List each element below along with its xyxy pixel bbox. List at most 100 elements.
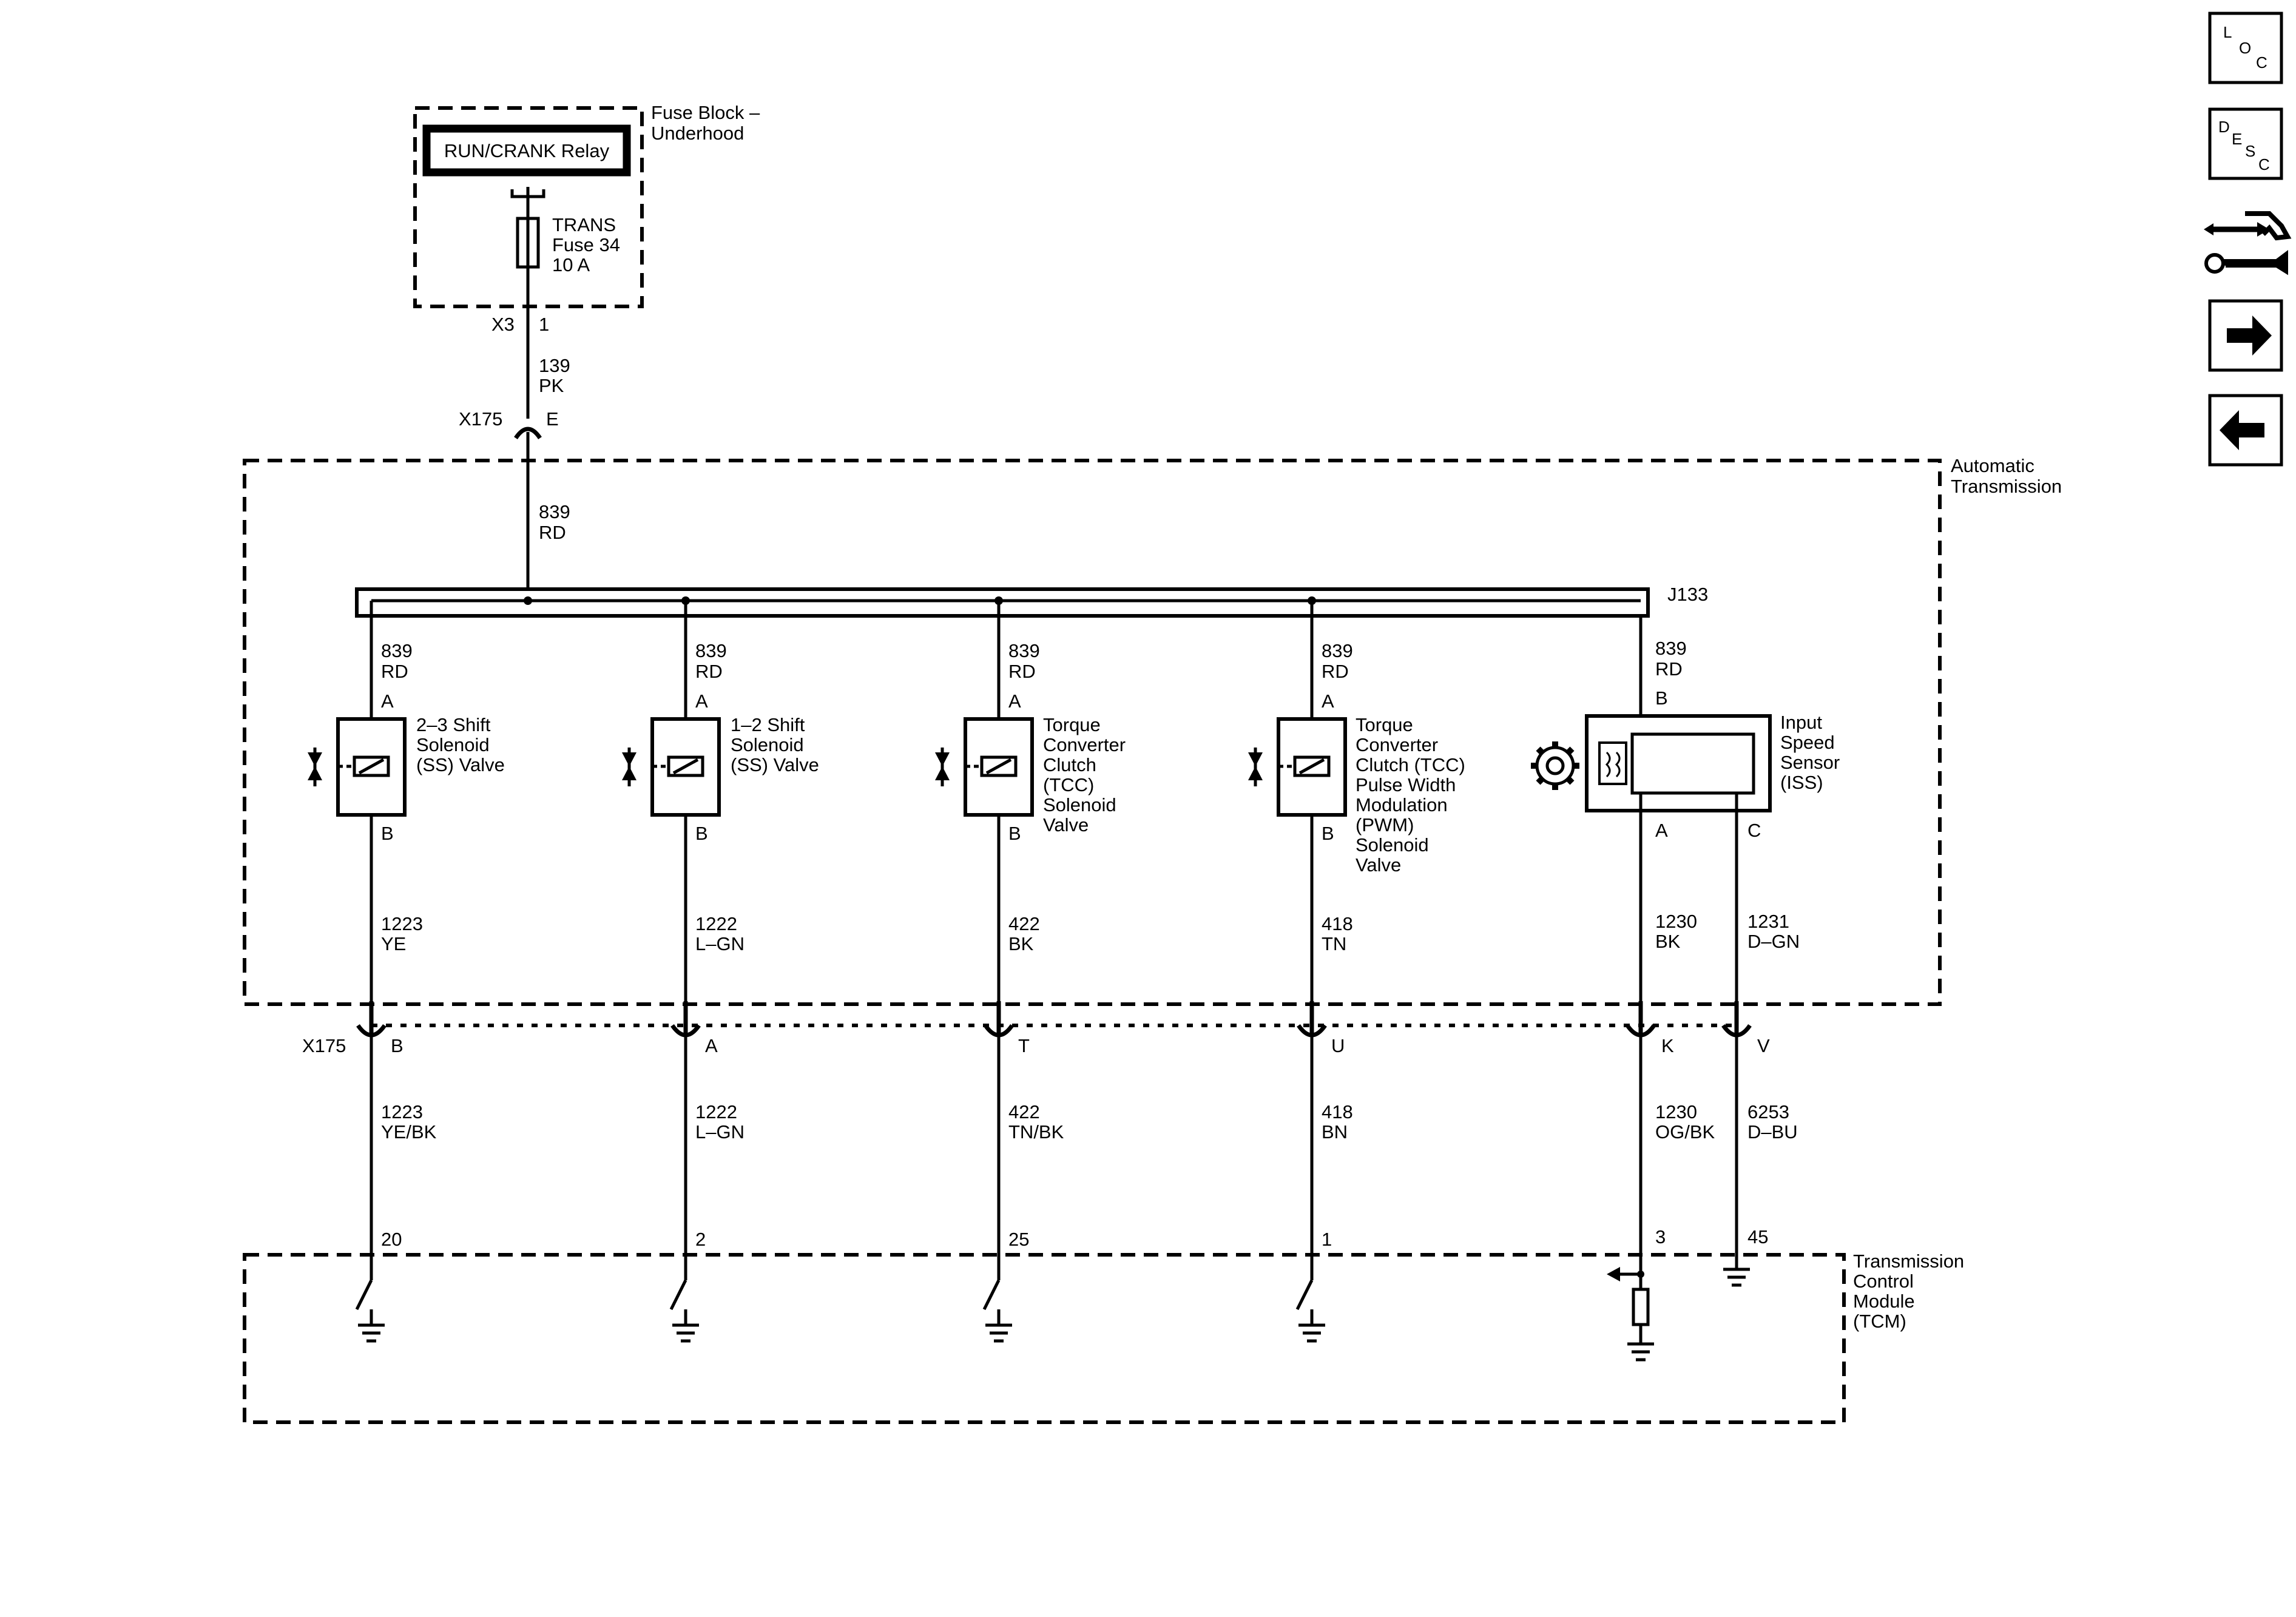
arrow-right-icon — [2227, 316, 2272, 356]
iss-a-circuit: 1230 — [1655, 911, 1697, 932]
connector-repair-icon[interactable] — [2204, 211, 2292, 275]
x175-connector-e-symbol — [514, 427, 542, 440]
gear-icon — [1531, 741, 1579, 790]
harness-1-circuit: 1223 — [381, 1101, 423, 1122]
solenoid-coil-slash — [1298, 758, 1325, 775]
repair-icon-wrench-head — [2204, 253, 2225, 274]
feed-circuit-color: PK — [539, 375, 564, 396]
feed-connector-label: X175 — [459, 408, 502, 430]
iss-pin-c: C — [1747, 820, 1761, 841]
tcm-iss-low-reference — [1723, 1268, 1750, 1287]
tcm-iss-input-circuit — [1607, 1267, 1654, 1362]
location-button-frame[interactable] — [2208, 12, 2283, 84]
description-button-letter-s: S — [2245, 142, 2255, 160]
connector-repair-button[interactable] — [2204, 211, 2292, 275]
shift-solenoid-1-2-branch: 839 RD A 1–2 Shift Solenoid (SS) Valve B… — [622, 601, 819, 1001]
tcm-outline — [243, 1253, 1846, 1424]
run-crank-relay-label: RUN/CRANK Relay — [444, 140, 610, 161]
branch1-out-circuit: 1223 — [381, 913, 423, 934]
fuse-block-title-line2: Underhood — [651, 123, 744, 144]
back-button[interactable] — [2208, 394, 2283, 467]
iss-top-color: RD — [1655, 658, 1683, 680]
iss-sensor-body — [1630, 732, 1755, 795]
branch2-label-line2: Solenoid — [731, 734, 804, 755]
run-crank-relay — [422, 124, 631, 177]
automatic-transmission: Automatic Transmission J133 — [243, 455, 2062, 1006]
branch4-top-color: RD — [1322, 661, 1349, 682]
tcm-title-line2: Control — [1853, 1271, 1914, 1292]
harness-v-circuit: 6253 — [1747, 1101, 1789, 1122]
branch3-label-line3: Clutch — [1043, 754, 1096, 775]
harness-wires: 1223 YE/BK 1222 L–GN 422 TN/BK 418 BN 12… — [370, 1035, 1798, 1280]
tcm-pin-1: 1 — [1322, 1229, 1332, 1250]
branch4-top-circuit: 839 — [1322, 640, 1353, 661]
description-button-letter-d: D — [2218, 118, 2230, 136]
harness-k-circuit: 1230 — [1655, 1101, 1697, 1122]
branch4-label-line1: Torque — [1356, 714, 1413, 735]
fuse-block-title-line1: Fuse Block – — [651, 102, 760, 123]
magnet-coil — [1605, 751, 1621, 778]
branch3-pin-top: A — [1008, 690, 1021, 712]
harness-2-color: L–GN — [695, 1121, 745, 1143]
x175-pin-b-label: B — [391, 1035, 403, 1056]
branch4-out-color: TN — [1322, 933, 1346, 954]
tcm-title-line1: Transmission — [1853, 1251, 1964, 1272]
branch3-label-line1: Torque — [1043, 714, 1101, 735]
ground-icon — [358, 1317, 385, 1343]
ground-icon — [985, 1317, 1012, 1343]
iss-pin-top: B — [1655, 687, 1668, 709]
transmission-control-module: Transmission Control Module (TCM) — [243, 1251, 1964, 1424]
gear-hub — [1545, 756, 1565, 775]
tcc-solenoid-branch: 839 RD A Torque Converter Clutch (TCC) S… — [935, 601, 1126, 1001]
ground-icon — [1723, 1268, 1750, 1287]
branch4-label-line8: Valve — [1356, 854, 1401, 876]
branch3-out-color: BK — [1008, 933, 1034, 954]
branch1-pin-top: A — [381, 690, 394, 712]
shift-solenoid-2-3-branch: 839 RD A 2–3 Shift Solenoid (SS) Valve B… — [308, 601, 505, 1001]
harness-4-circuit: 418 — [1322, 1101, 1353, 1122]
branch2-label-line3: (SS) Valve — [731, 754, 819, 775]
branch3-label-line4: (TCC) — [1043, 774, 1094, 795]
branch1-out-color: YE — [381, 933, 406, 954]
iss-label-line2: Speed — [1780, 732, 1835, 753]
iss-label-line4: (ISS) — [1780, 772, 1823, 793]
harness-3-color: TN/BK — [1008, 1121, 1064, 1143]
harness-3-circuit: 422 — [1008, 1101, 1040, 1122]
branch3-top-circuit: 839 — [1008, 640, 1040, 661]
tcm-driver-switch-4 — [1295, 1279, 1325, 1343]
branch4-label-line7: Solenoid — [1356, 834, 1429, 856]
branch3-label-line2: Converter — [1043, 734, 1126, 755]
branch1-top-color: RD — [381, 661, 408, 682]
nav-toolbar: L O C D E S C — [2204, 12, 2292, 467]
tcm-driver-switch-2 — [669, 1279, 699, 1343]
branch3-out-circuit: 422 — [1008, 913, 1040, 934]
splice-j133-label: J133 — [1667, 584, 1708, 605]
branch4-label-line6: (PWM) — [1356, 814, 1414, 836]
feed-circuit-number: 139 — [539, 355, 570, 376]
description-button-letter-c: C — [2258, 155, 2270, 174]
location-button[interactable]: L O C — [2208, 12, 2283, 84]
fuse-block-pin-label: 1 — [539, 314, 549, 335]
solenoid-coil-slash — [672, 758, 699, 775]
tcm-pin-20: 20 — [381, 1229, 402, 1250]
branch4-out-circuit: 418 — [1322, 913, 1353, 934]
tcc-pwm-solenoid-branch: 839 RD A Torque Converter Clutch (TCC) P… — [1248, 601, 1465, 1001]
branch1-label-line1: 2–3 Shift — [416, 714, 491, 735]
signal-arrow-icon — [1607, 1267, 1620, 1281]
branch2-top-color: RD — [695, 661, 723, 682]
inner-feed-circuit-color: RD — [539, 522, 566, 543]
branch4-label-line5: Modulation — [1356, 794, 1448, 815]
repair-icon-hand — [2245, 211, 2292, 241]
branch1-pin-bottom: B — [381, 823, 394, 844]
branch4-label-line2: Converter — [1356, 734, 1438, 755]
tcm-title-line3: Module — [1853, 1291, 1915, 1312]
fuse-block-underhood: Fuse Block – Underhood RUN/CRANK Relay T… — [413, 102, 760, 335]
next-button[interactable] — [2208, 299, 2283, 372]
description-button-frame[interactable] — [2208, 107, 2283, 180]
x175-pin-t-label: T — [1018, 1035, 1030, 1056]
splice-node-feed — [524, 596, 532, 605]
description-button[interactable]: D E S C — [2208, 107, 2283, 180]
switch-blade — [355, 1279, 373, 1311]
tcm-driver-switch-1 — [355, 1279, 385, 1343]
transmission-title-line1: Automatic — [1951, 455, 2034, 476]
